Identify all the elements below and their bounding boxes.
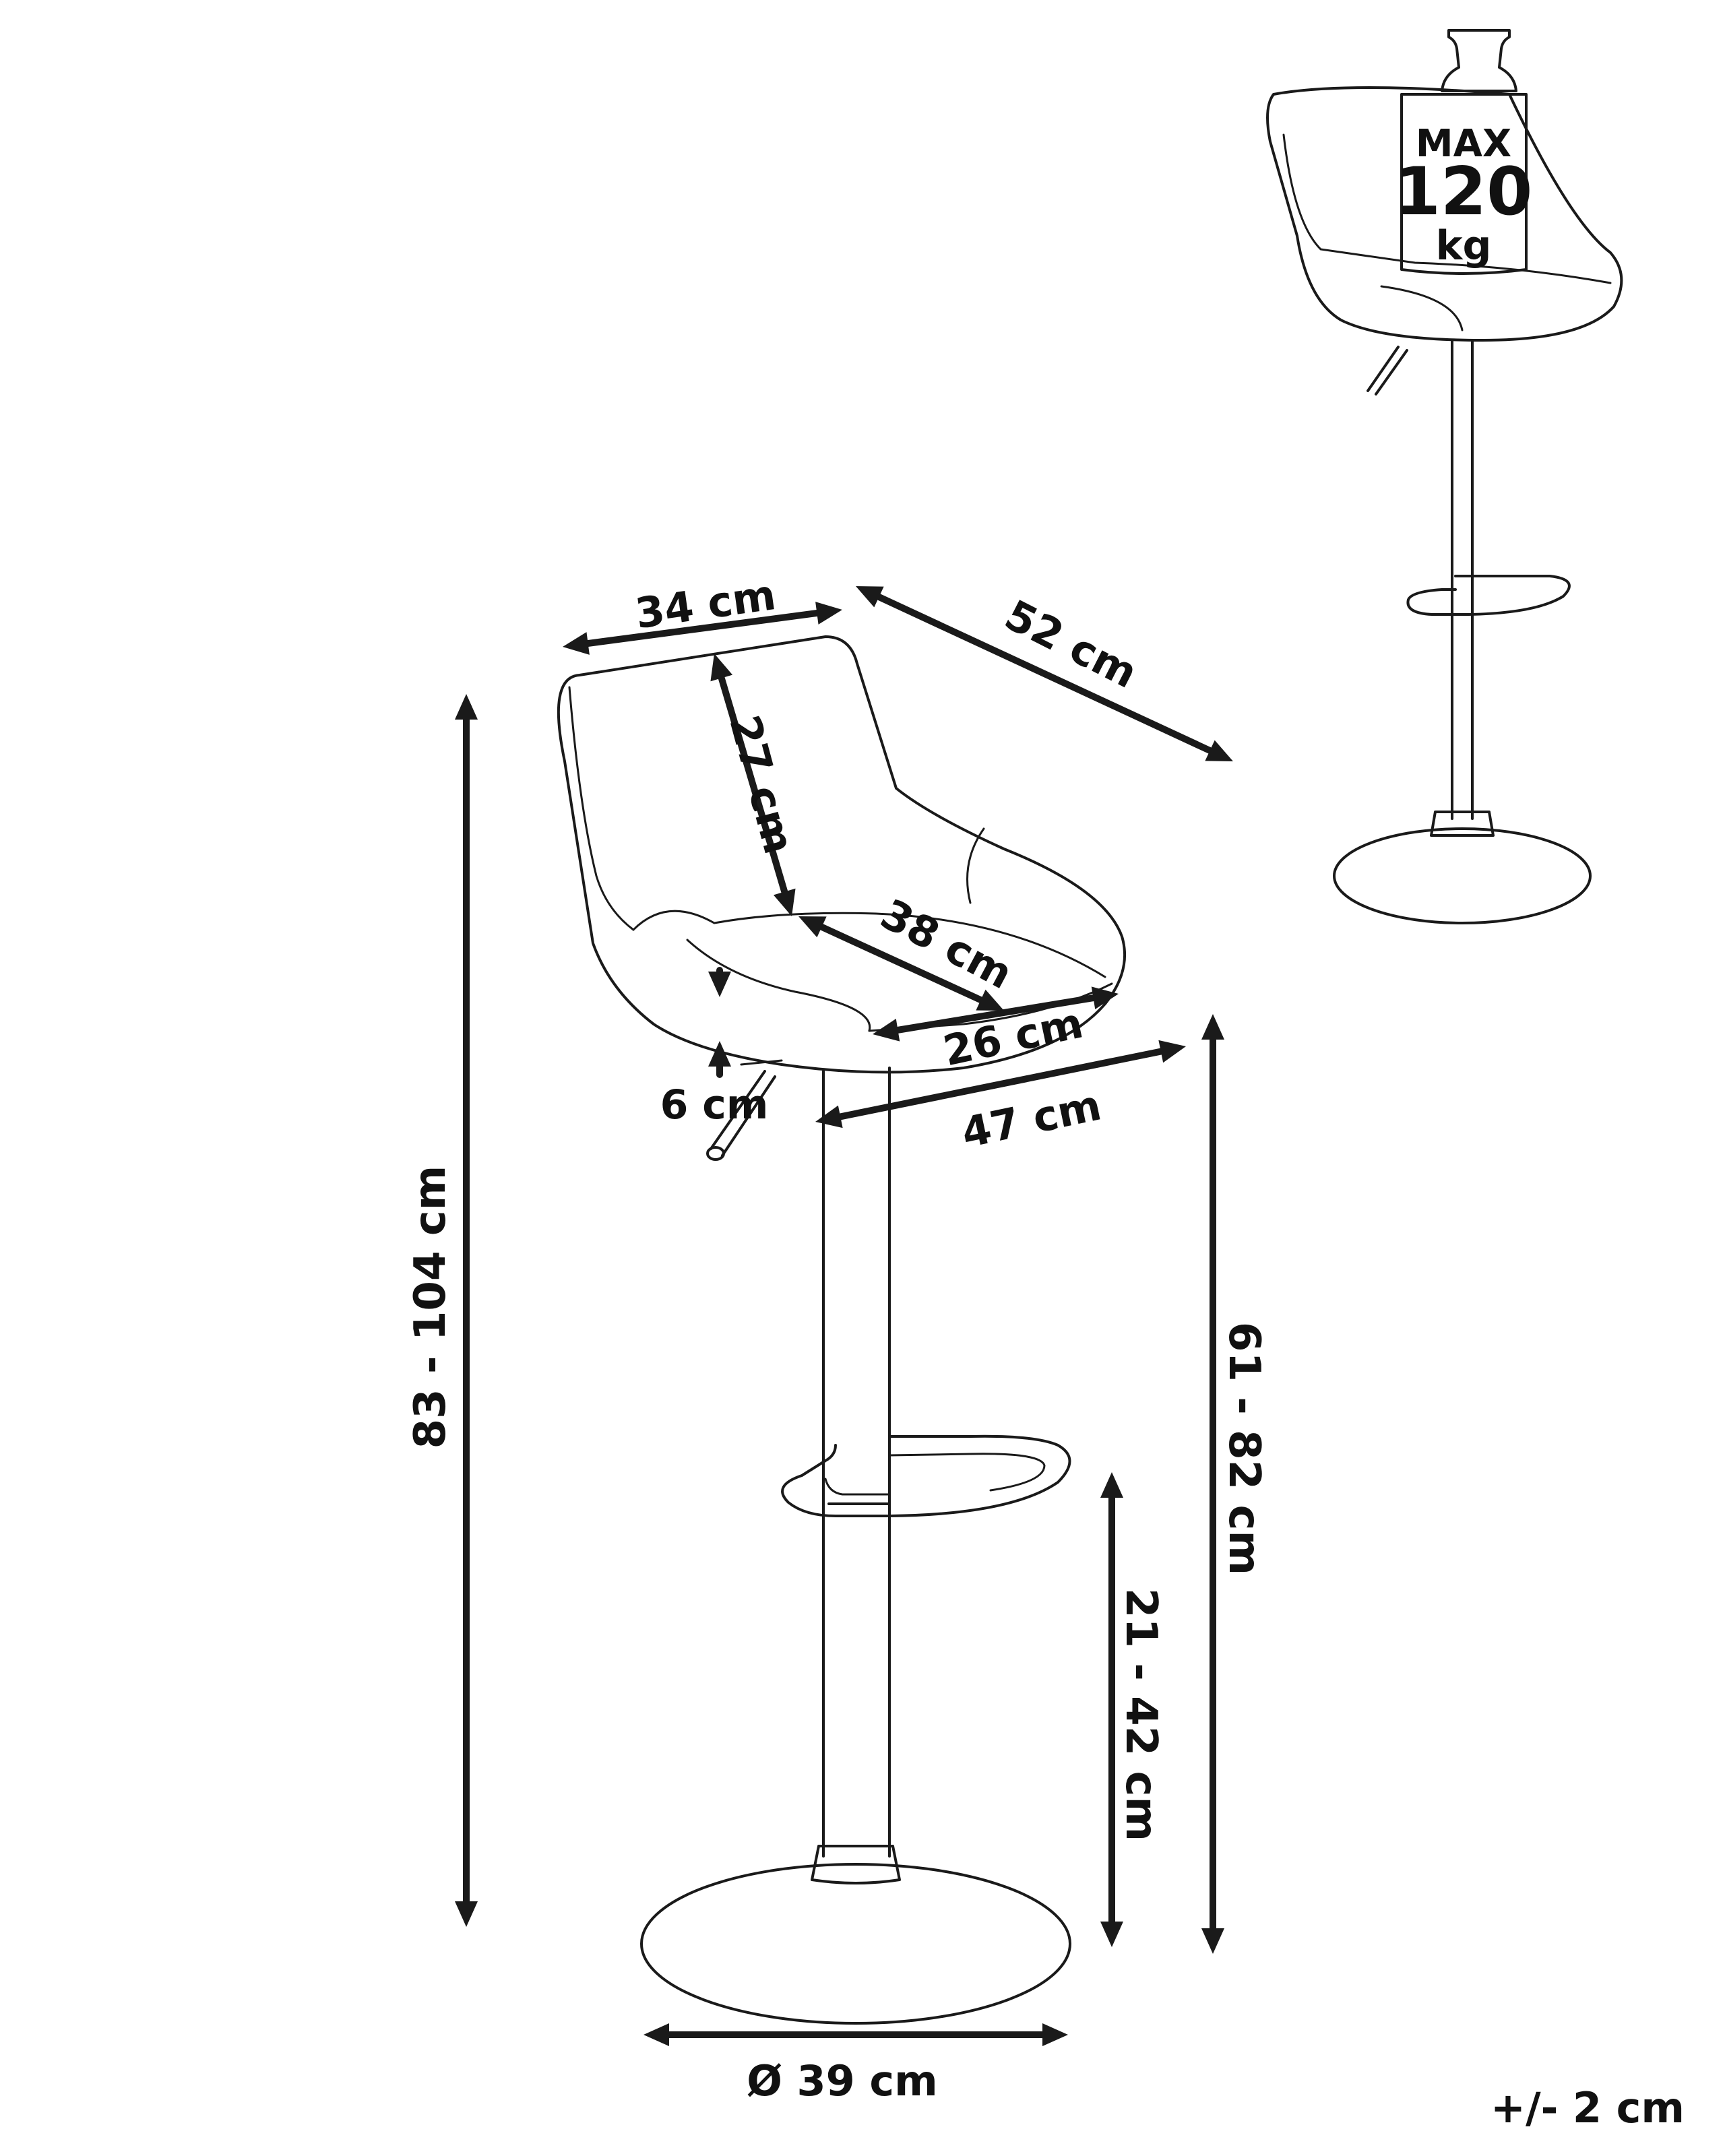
overall-width-label: 47 cm <box>958 1081 1106 1158</box>
seat-height-label: 61 - 82 cm <box>1219 1322 1269 1575</box>
height-adjust-lever <box>706 1059 783 1161</box>
overall-depth-arrow <box>856 586 1233 761</box>
footrest-height-label: 21 - 42 cm <box>1116 1588 1166 1841</box>
tolerance-note: +/- 2 cm <box>1491 2083 1685 2132</box>
max-load-label: MAX <box>1416 122 1511 166</box>
overall-depth-label: 52 cm <box>997 590 1146 698</box>
backrest-height-arrow <box>710 654 796 916</box>
load-stool-drawing: MAX 120 kg <box>1266 29 1623 924</box>
seat-thickness-bottom-arrow <box>708 1041 731 1078</box>
seat-width-arrow <box>563 602 842 655</box>
dimension-labels: 34 cm 52 cm 27 cm 38 cm 26 cm 6 cm 47 cm… <box>406 570 1685 2132</box>
main-stool-drawing <box>557 635 1127 2025</box>
overall-width-arrow <box>815 1040 1186 1129</box>
seat-thickness-top-arrow <box>708 967 731 997</box>
footrest-height-arrow <box>1100 1472 1123 1947</box>
base-diameter-arrow <box>644 2023 1068 2046</box>
base-diameter-label: Ø 39 cm <box>747 2056 938 2105</box>
max-load-unit: kg <box>1436 222 1492 270</box>
weight-icon: MAX 120 kg <box>1395 29 1533 275</box>
seat-width-label: 34 cm <box>632 570 778 638</box>
seat-front-width-arrow <box>873 986 1119 1042</box>
seat-height-arrow <box>1201 1014 1224 1954</box>
base-collar <box>811 1845 901 1884</box>
backrest-height-label: 27 cm <box>720 710 804 859</box>
seat-thickness-label: 6 cm <box>660 1081 769 1129</box>
dimension-arrows <box>455 586 1233 2046</box>
footrest-ring <box>781 1434 1071 1517</box>
gas-lift-column <box>822 1067 891 1858</box>
max-load-value: 120 <box>1395 154 1533 230</box>
total-height-label: 83 - 104 cm <box>406 1166 456 1449</box>
seat-depth-arrow <box>798 916 1004 1011</box>
base-disc <box>640 1863 1071 2025</box>
seat-shell <box>557 635 1127 1074</box>
total-height-arrow <box>455 694 478 1927</box>
seat-cushion <box>632 910 1106 978</box>
